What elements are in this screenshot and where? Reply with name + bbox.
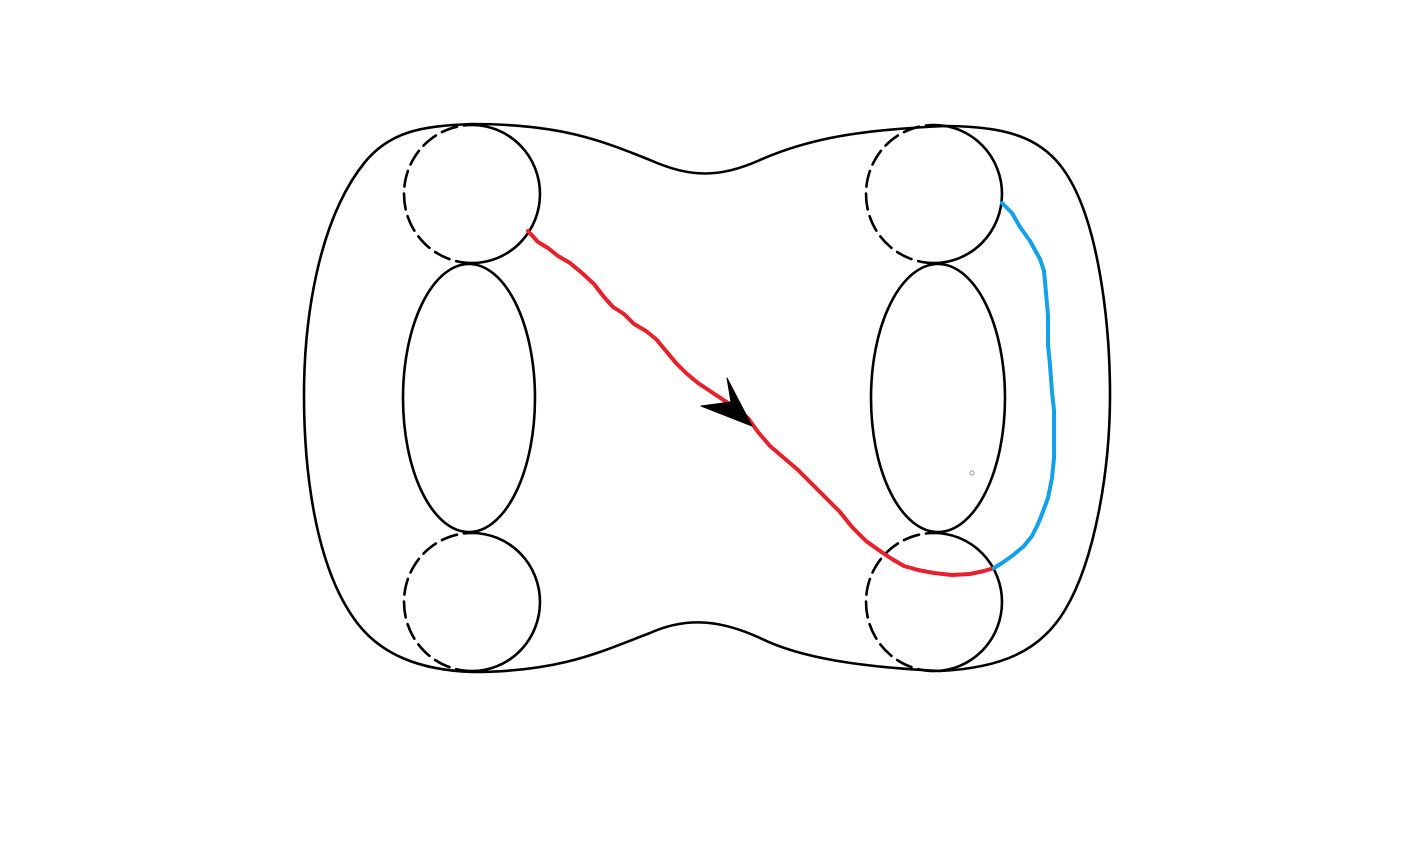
- right-bottom-circle: [864, 531, 1004, 673]
- red-path: [526, 229, 996, 577]
- right-hole: [869, 262, 1007, 534]
- arrowhead-icon: [700, 377, 753, 427]
- right-top-circle: [864, 123, 1004, 265]
- blue-path: [992, 201, 1056, 570]
- left-top-circle: [402, 123, 542, 265]
- surface-outline: [302, 122, 1112, 674]
- left-hole: [401, 262, 537, 534]
- small-dot: [969, 470, 975, 476]
- left-bottom-circle: [402, 531, 542, 673]
